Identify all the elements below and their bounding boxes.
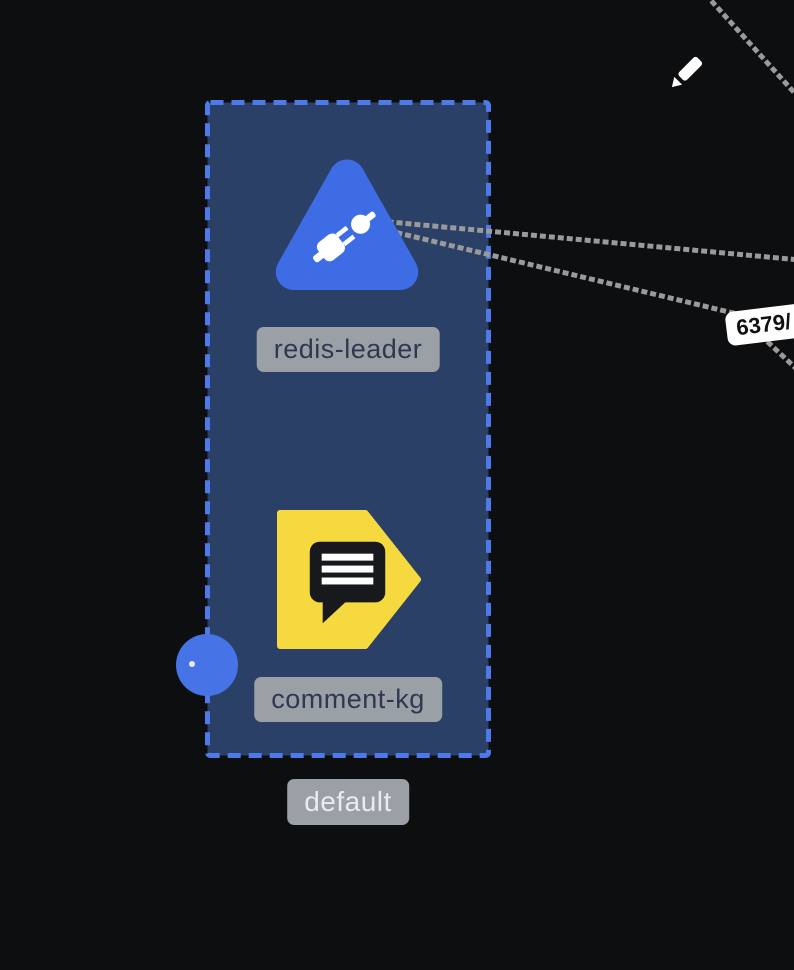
plug-glyph [313, 211, 376, 263]
node-redis-leader[interactable] [271, 152, 423, 302]
pencil-icon [671, 56, 703, 88]
edge-line-redis-upper [387, 219, 794, 262]
connection-handle[interactable] [176, 634, 238, 696]
node-comment-kg[interactable] [277, 509, 421, 650]
plug-triangle-icon [275, 159, 419, 290]
comment-pentagon-icon [277, 509, 421, 650]
node-label-redis-leader[interactable]: redis-leader [256, 327, 440, 372]
comment-glyph [309, 541, 386, 624]
edit-pencil-button[interactable] [659, 49, 713, 103]
edge-line-top-right [707, 0, 794, 97]
node-label-comment-kg[interactable]: comment-kg [254, 677, 442, 722]
namespace-label[interactable]: default [287, 779, 409, 825]
connection-handle-dot [189, 661, 195, 667]
